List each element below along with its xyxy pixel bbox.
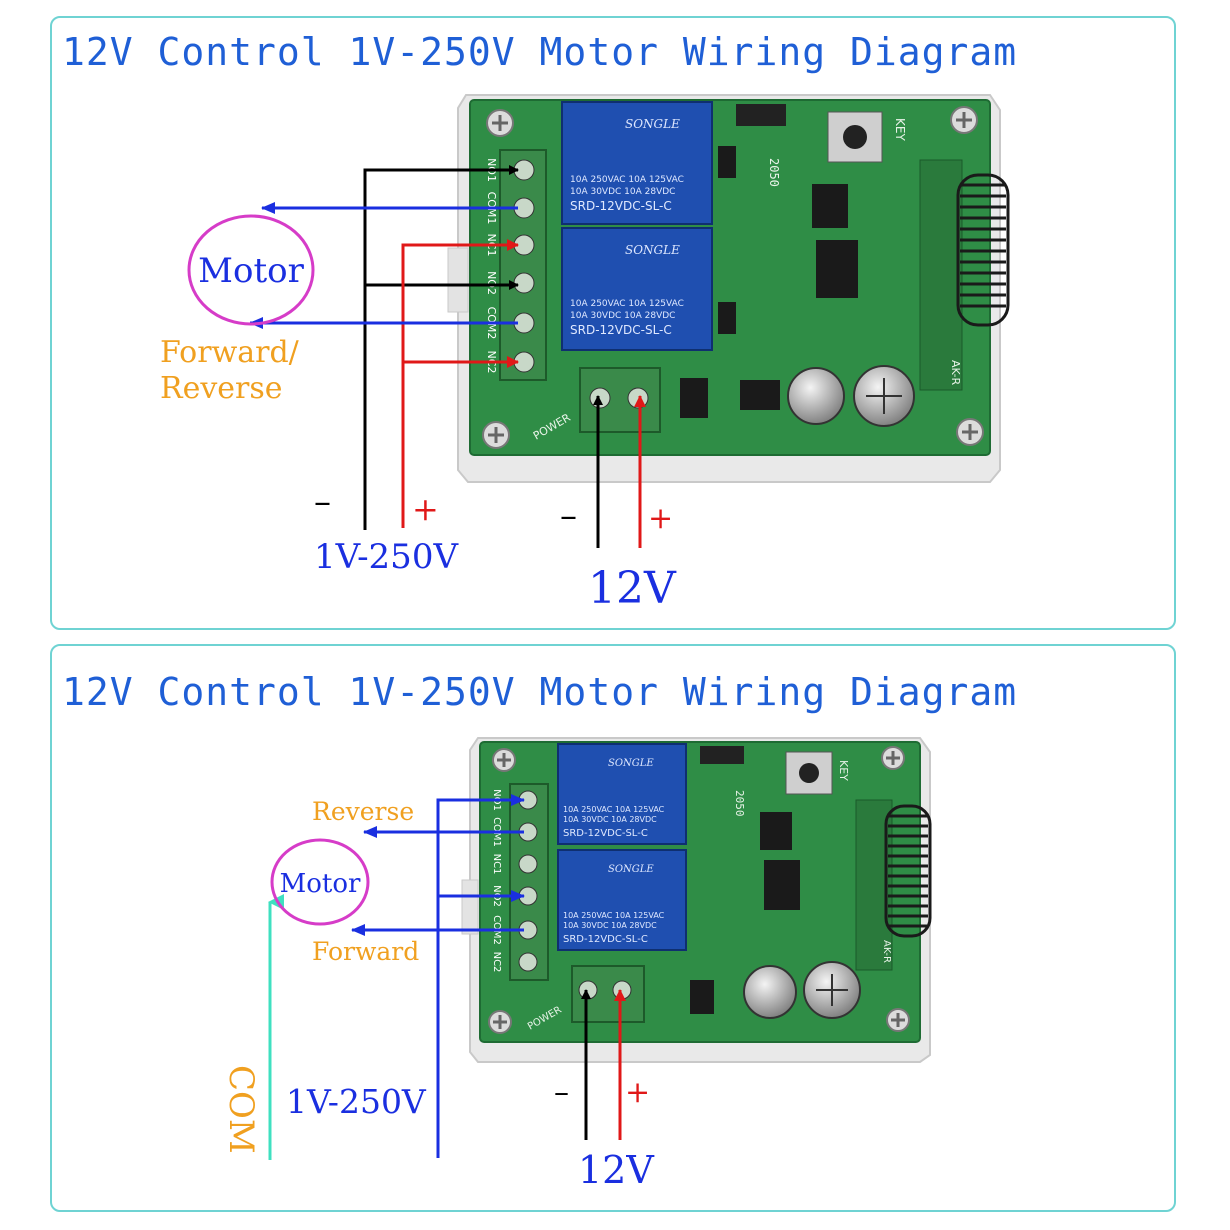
svg-text:10A 30VDC 10A 28VDC: 10A 30VDC 10A 28VDC [563,921,657,930]
svg-text:SRD-12VDC-SL-C: SRD-12VDC-SL-C [563,934,648,945]
motor-label: Motor [280,869,361,899]
load-plus-sign: + [412,490,439,528]
ic-chip [760,812,792,850]
wire-blue-to-no1 [436,794,525,1158]
board-code-silk: 2050 [733,790,746,817]
svg-text:10A 250VAC 10A 125VAC: 10A 250VAC 10A 125VAC [563,805,665,814]
terminal-block [499,149,547,381]
load-supply-label: 1V-250V [314,537,459,577]
motor-top: Motor [187,214,315,326]
mount-screw-icon [488,1010,512,1034]
ic-chip [812,184,848,228]
capacitor-icon [853,365,915,427]
mount-screw-icon [950,106,978,134]
relay-1: SONGLE 10A 250VAC 10A 125VAC 10A 30VDC 1… [561,101,713,225]
diagram-title-top: 12V Control 1V-250V Motor Wiring Diagram [62,30,1018,74]
capacitor-icon [743,965,797,1019]
antenna-coil-icon [884,804,932,938]
terminal-label-nc2: NC2 [491,952,502,973]
mount-screw-icon [482,421,510,449]
direction-label-line2: Reverse [160,371,283,406]
svg-text:SRD-12VDC-SL-C: SRD-12VDC-SL-C [570,323,672,337]
terminal-block [509,783,549,981]
wiring-top [249,165,646,548]
svg-text:10A 30VDC 10A 28VDC: 10A 30VDC 10A 28VDC [570,311,675,321]
mount-screw-icon [492,748,516,772]
relay-board-bottom: NO1 COM1 NC1 NO2 COM2 NC2 SONGLE 10A 250… [461,737,932,1063]
svg-text:SONGLE: SONGLE [625,243,680,257]
terminal-label-nc1: NC1 [491,854,502,875]
power-supply-label: 12V [578,1148,654,1192]
wiring-bottom [268,794,626,1160]
power-minus-sign: – [554,1075,569,1110]
pin-header [700,746,744,764]
mount-screw-icon [486,109,514,137]
diagram-title-bottom: 12V Control 1V-250V Motor Wiring Diagram [62,670,1018,714]
power-supply-label: 12V [588,563,677,614]
rf-receiver-module: AK-R [919,159,963,391]
power-minus-sign: – [560,496,577,536]
svg-text:10A 250VAC 10A 125VAC: 10A 250VAC 10A 125VAC [570,175,684,185]
mount-screw-icon [886,1008,910,1032]
power-plus-sign: + [648,501,673,536]
terminal-label-no2: NO2 [485,271,498,295]
pin-header [736,104,786,126]
mount-screw-icon [881,746,905,770]
svg-text:SONGLE: SONGLE [608,758,654,769]
capacitor-icon [787,367,845,425]
key-silk-label: KEY [893,118,907,141]
relay-board-top: NO1 COM1 NC1 NO2 COM2 NC2 SONGLE 10A 250… [447,94,1010,483]
terminal-screw-icon [513,159,535,373]
relay-2: SONGLE 10A 250VAC 10A 125VAC 10A 30VDC 1… [561,227,713,351]
ic-chip [764,860,800,910]
capacitor-icon [803,961,861,1019]
wire-red-to-nc1 [401,239,519,528]
svg-text:10A 250VAC 10A 125VAC: 10A 250VAC 10A 125VAC [570,299,684,309]
direction-label-line1: Forward/ [160,335,300,370]
motor-bottom: Motor [270,838,370,926]
com-label: COM [221,1065,261,1154]
board-code-silk: 2050 [767,158,781,187]
load-supply-label: 1V-250V [286,1082,427,1121]
svg-text:SRD-12VDC-SL-C: SRD-12VDC-SL-C [563,828,648,839]
forward-label: Forward [312,937,419,966]
relay-1: SONGLE 10A 250VAC 10A 125VAC 10A 30VDC 1… [557,743,687,845]
reverse-label: Reverse [312,797,414,826]
ic-chip [816,240,858,298]
module-silk-label: AK-R [949,360,962,386]
svg-text:SRD-12VDC-SL-C: SRD-12VDC-SL-C [570,199,672,213]
relay-2: SONGLE 10A 250VAC 10A 125VAC 10A 30VDC 1… [557,849,687,951]
svg-text:10A 250VAC 10A 125VAC: 10A 250VAC 10A 125VAC [563,911,665,920]
antenna-coil-icon [956,173,1010,327]
svg-text:SONGLE: SONGLE [608,864,654,875]
wire-black-to-no1 [363,165,519,530]
load-minus-sign: – [314,482,331,522]
motor-label: Motor [198,251,304,291]
key-silk-label: KEY [837,760,850,781]
mount-screw-icon [956,418,984,446]
svg-text:10A 30VDC 10A 28VDC: 10A 30VDC 10A 28VDC [563,815,657,824]
power-plus-sign: + [625,1075,650,1110]
module-silk-label: AK-R [881,940,892,963]
svg-text:SONGLE: SONGLE [625,117,680,131]
svg-text:10A 30VDC 10A 28VDC: 10A 30VDC 10A 28VDC [570,187,675,197]
